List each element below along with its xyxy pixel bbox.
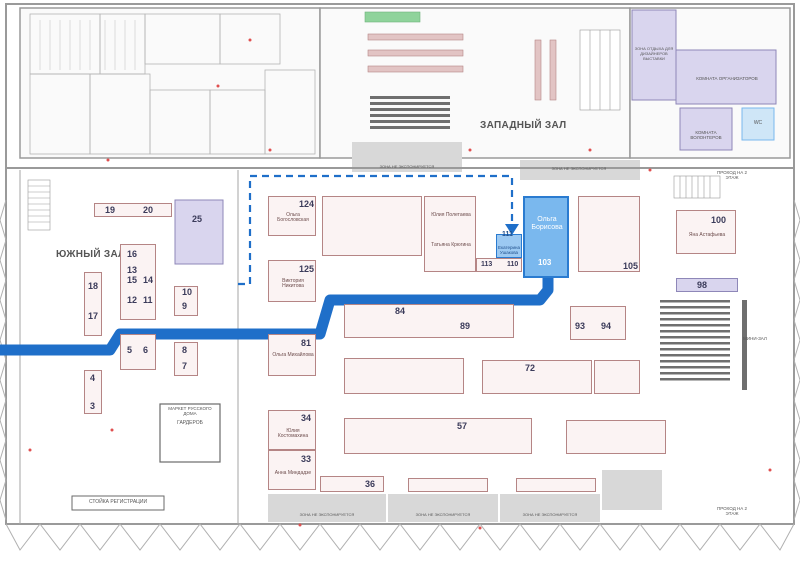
stand-9-10[interactable]: 10 9 xyxy=(174,286,198,316)
stand-25-number: 25 xyxy=(192,214,203,224)
stand-34-name: Юлия Костомахина xyxy=(277,428,309,439)
stand-row-i[interactable] xyxy=(408,478,488,492)
stand-tatiana-name: Татьяна Крюгина xyxy=(431,242,471,248)
stand-34[interactable]: 34 Юлия Костомахина xyxy=(268,410,316,450)
stand-14-number: 14 xyxy=(143,275,154,285)
no-expo-zone-bottom-3: ЗОНА НЕ ЭКСПОНИРУЕТСЯ xyxy=(522,512,578,517)
stand-124-number: 124 xyxy=(299,199,315,209)
stand-81-number: 81 xyxy=(301,338,312,348)
stand-81-name: Ольга Михайлова xyxy=(272,352,314,358)
stand-18-number: 18 xyxy=(88,281,99,291)
stand-yulia-name: Юлия Полетаева xyxy=(431,212,471,218)
stand-98[interactable]: 98 xyxy=(676,278,738,292)
wc-label: WC xyxy=(753,120,763,126)
stand-113-110[interactable]: 113 110 xyxy=(476,258,522,272)
stand-100[interactable]: 100 Яна Астафьева xyxy=(676,210,736,254)
stand-17-18[interactable]: 18 17 xyxy=(84,272,102,336)
stand-7-8[interactable]: 8 7 xyxy=(174,342,198,376)
stand-16-number: 16 xyxy=(127,249,138,259)
no-expo-zone-right: ЗОНА НЕ ЭКСПОНИРУЕТСЯ xyxy=(551,166,607,171)
stand-5-6[interactable]: 5 6 xyxy=(120,334,156,370)
stand-row-c[interactable] xyxy=(344,358,464,394)
west-hall-label: ЗАПАДНЫЙ ЗАЛ xyxy=(480,120,567,131)
stand-33[interactable]: 33 Анна Миндадзе xyxy=(268,450,316,490)
stand-block-11-16[interactable]: 16 15 14 12 11 13 xyxy=(120,244,156,320)
stand-3-number: 3 xyxy=(90,401,96,411)
stand-100-number: 100 xyxy=(711,215,727,225)
stand-33-number: 33 xyxy=(301,454,312,464)
stand-row-f[interactable]: 57 xyxy=(344,418,532,454)
stand-row-b[interactable]: 84 89 xyxy=(344,304,514,338)
stand-19-20[interactable]: 19 20 xyxy=(94,203,172,217)
no-expo-zone-bottom-1: ЗОНА НЕ ЭКСПОНИРУЕТСЯ xyxy=(299,512,355,517)
stand-34-number: 34 xyxy=(301,413,312,423)
south-hall-label: ЮЖНЫЙ ЗАЛ xyxy=(56,249,126,260)
second-floor-label-top: ПРОХОД НА 2 ЭТАЖ xyxy=(717,170,747,180)
stand-4-number: 4 xyxy=(90,373,96,383)
stand-72-number: 72 xyxy=(525,363,536,373)
stand-124-name: Ольга Богословская xyxy=(277,212,309,223)
stand-111-number: 111 xyxy=(502,231,513,238)
stand-12-number: 12 xyxy=(127,295,138,305)
stand-9-number: 9 xyxy=(182,301,188,311)
stand-row-a[interactable] xyxy=(322,196,422,256)
stand-124[interactable]: 124 Ольга Богословская xyxy=(268,196,316,236)
stand-103-number: 103 xyxy=(538,258,552,267)
designers-zone-label: ЗОНА ОТДЫХА ДЛЯ ДИЗАЙНЕРОВ ВЫСТАВКИ xyxy=(634,46,674,61)
stand-8-number: 8 xyxy=(182,345,188,355)
stand-105-block[interactable]: 105 xyxy=(578,196,640,272)
stand-6-number: 6 xyxy=(143,345,149,355)
stand-105-number: 105 xyxy=(623,261,639,271)
stand-tatiana[interactable]: Юлия Полетаева Татьяна Крюгина xyxy=(424,196,476,272)
stand-113-number: 113 xyxy=(481,261,493,268)
stand-10-number: 10 xyxy=(182,287,193,297)
stand-19-number: 19 xyxy=(105,205,116,215)
second-floor-label-bottom: ПРОХОД НА 2 ЭТАЖ xyxy=(717,506,747,516)
wardrobe-label: ГАРДЕРОБ xyxy=(177,420,203,426)
stand-125-name: Виктория Никитова xyxy=(282,278,304,289)
stand-row-d[interactable]: 72 xyxy=(482,360,592,394)
stand-100-name: Яна Астафьева xyxy=(688,232,726,238)
stand-81[interactable]: 81 Ольга Михайлова xyxy=(268,334,316,376)
stand-33-name: Анна Миндадзе xyxy=(274,470,312,476)
stand-3-4[interactable]: 4 3 xyxy=(84,370,102,414)
registration-label: СТОЙКА РЕГИСТРАЦИИ xyxy=(88,499,148,505)
no-expo-zone-top: ЗОНА НЕ ЭКСПОНИРУЕТСЯ xyxy=(379,164,435,169)
stand-125[interactable]: 125 Виктория Никитова xyxy=(268,260,316,302)
stand-36-number: 36 xyxy=(365,479,376,489)
stand-103-highlighted[interactable]: Ольга Борисова 103 xyxy=(523,196,569,278)
stand-13-number: 13 xyxy=(127,265,138,275)
stand-row-h[interactable]: 36 xyxy=(320,476,384,492)
stand-94-number: 94 xyxy=(601,321,612,331)
no-expo-zone-bottom-2: ЗОНА НЕ ЭКСПОНИРУЕТСЯ xyxy=(415,512,471,517)
stand-17-number: 17 xyxy=(88,311,99,321)
stand-93-number: 93 xyxy=(575,321,586,331)
market-label: МАРКЕТ РУССКОГО ДОМА xyxy=(168,406,212,416)
stand-98-number: 98 xyxy=(697,280,708,290)
stand-110-number: 110 xyxy=(507,261,519,268)
stand-20-number: 20 xyxy=(143,205,154,215)
stand-89-number: 89 xyxy=(460,321,471,331)
stand-111-name: Екатерина Ушакова xyxy=(498,245,520,255)
stand-93-94[interactable]: 93 94 xyxy=(570,306,626,340)
stand-7-number: 7 xyxy=(182,361,188,371)
stand-row-j[interactable] xyxy=(516,478,596,492)
stand-15-number: 15 xyxy=(127,275,138,285)
stand-row-e[interactable] xyxy=(594,360,640,394)
stand-125-number: 125 xyxy=(299,264,315,274)
volunteers-room-label: КОМНАТА ВОЛОНТЕРОВ xyxy=(690,130,722,140)
stand-84-number: 84 xyxy=(395,306,406,316)
stand-5-number: 5 xyxy=(127,345,133,355)
stand-row-g[interactable] xyxy=(566,420,666,454)
stand-11-number: 11 xyxy=(143,295,153,305)
stand-103-name: Ольга Борисова xyxy=(531,216,563,231)
stand-111-highlighted[interactable]: 111 Екатерина Ушакова xyxy=(496,231,522,258)
organizers-room-label: КОМНАТА ОРГАНИЗАТОРОВ xyxy=(696,76,758,81)
minihall-label: МИНИ-ЗАЛ xyxy=(743,336,767,341)
stand-57-number: 57 xyxy=(457,421,468,431)
